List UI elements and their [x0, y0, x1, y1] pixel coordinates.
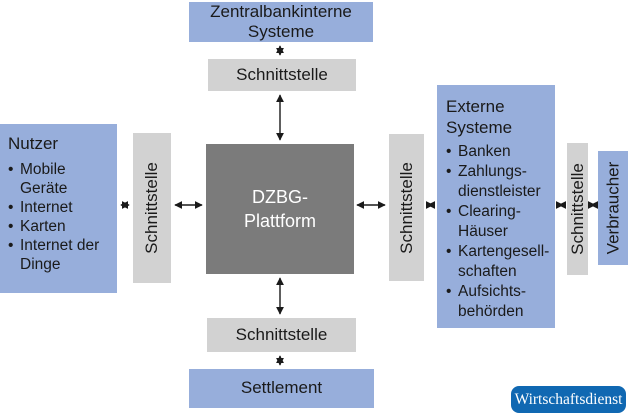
schnittstelle-bottom-box: Schnittstelle	[207, 318, 356, 352]
externe-systeme-list-item: Aufsichts- behörden	[446, 282, 553, 322]
nutzer-list-item: Karten	[8, 217, 114, 236]
externe-systeme-title: Externe Systeme	[446, 97, 513, 137]
externe-systeme-list: BankenZahlungs- dienstleisterClearing- H…	[446, 142, 553, 322]
zentralbankinterne-systeme-box: Zentralbankinterne Systeme	[189, 2, 373, 42]
nutzer-list-item: Internet	[8, 198, 114, 217]
nutzer-list: Mobile GeräteInternetKartenInternet der …	[8, 160, 114, 274]
externe-systeme-box: Externe Systeme BankenZahlungs- dienstle…	[437, 85, 555, 328]
wirtschaftsdienst-logo: Wirtschaftsdienst	[511, 386, 626, 413]
schnittstelle-label: Schnittstelle	[567, 163, 587, 255]
settlement-box: Settlement	[189, 369, 374, 408]
verbraucher-label: Verbraucher	[603, 161, 622, 255]
schnittstelle-label: Schnittstelle	[142, 162, 162, 254]
nutzer-title: Nutzer	[8, 134, 59, 153]
nutzer-list-item: Internet der Dinge	[8, 236, 114, 274]
schnittstelle-label: Schnittstelle	[396, 161, 416, 254]
externe-systeme-list-item: Zahlungs- dienstleister	[446, 162, 553, 202]
nutzer-box: Nutzer Mobile GeräteInternetKartenIntern…	[0, 124, 117, 293]
schnittstelle-far-right-box: Schnittstelle	[567, 143, 588, 275]
nutzer-list-item: Mobile Geräte	[8, 160, 114, 198]
externe-systeme-list-item: Clearing- Häuser	[446, 202, 553, 242]
externe-systeme-list-item: Banken	[446, 142, 553, 162]
schnittstelle-right-box: Schnittstelle	[389, 134, 424, 281]
verbraucher-box: Verbraucher	[598, 151, 628, 265]
externe-systeme-list-item: Kartengesell- schaften	[446, 242, 553, 282]
wirtschaftsdienst-logo-label: Wirtschaftsdienst	[514, 390, 623, 408]
schnittstelle-top-box: Schnittstelle	[208, 59, 356, 91]
dzbg-plattform-box: DZBG- Plattform	[206, 144, 354, 274]
schnittstelle-left-box: Schnittstelle	[133, 133, 171, 283]
